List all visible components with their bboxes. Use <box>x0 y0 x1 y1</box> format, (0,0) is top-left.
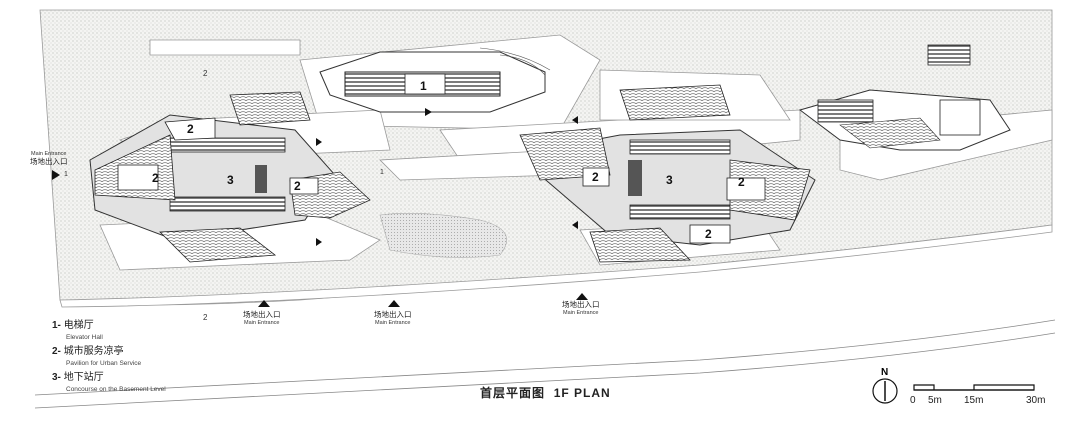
label-pavilion-2: 2 <box>152 171 159 185</box>
lawn-patch <box>379 213 507 258</box>
label-pavilion-6: 2 <box>705 227 712 241</box>
label-concourse-left: 3 <box>227 173 234 187</box>
label-pavilion-4: 2 <box>592 170 599 184</box>
section-mark-left: 1 <box>64 171 68 178</box>
label-pavilion-3: 2 <box>294 179 301 193</box>
legend-item-3: 3- 地下站厅 Concourse on the Basement Level <box>52 372 166 393</box>
plan-title: 首层平面图 1F PLAN <box>480 386 611 400</box>
scale-bar <box>913 384 1035 391</box>
scale-30m: 30m <box>1026 395 1046 406</box>
legend-item-1: 1- 电梯厅 Elevator Hall <box>52 320 103 341</box>
entrance-arrows <box>52 108 588 307</box>
section-mark-bottom: 2 <box>203 313 208 322</box>
entrance-label-south-1: 场地出入口 Main Entrance <box>243 310 281 327</box>
entrance-label-south-3: 场地出入口 Main Entrance <box>562 300 600 317</box>
elevator-hall-east <box>798 44 1011 151</box>
concourse-right <box>519 84 816 263</box>
legend-item-2: 2- 城市服务凉亭 Pavilion for Urban Service <box>52 346 142 367</box>
section-mark-mid: 1 <box>380 169 384 176</box>
label-pavilion-1: 2 <box>187 122 194 136</box>
legend: 1- 电梯厅 Elevator Hall 2- 城市服务凉亭 Pavilion … <box>52 320 166 398</box>
label-elevator-hall: 1 <box>420 79 427 93</box>
entrance-label-west: Main Entrance 场地出入口 <box>30 151 68 166</box>
scale-5m: 5m <box>928 395 942 406</box>
north-arrow: N <box>872 367 898 404</box>
scale-15m: 15m <box>964 395 984 406</box>
section-mark-top: 2 <box>203 69 208 78</box>
label-concourse-right: 3 <box>666 173 673 187</box>
svg-text:N: N <box>881 367 888 378</box>
label-pavilion-5: 2 <box>738 175 745 189</box>
scale-0: 0 <box>910 395 916 406</box>
elevator-hall-north <box>319 47 551 113</box>
concourse-left <box>89 91 371 263</box>
entrance-label-south-2: 场地出入口 Main Entrance <box>374 310 412 327</box>
